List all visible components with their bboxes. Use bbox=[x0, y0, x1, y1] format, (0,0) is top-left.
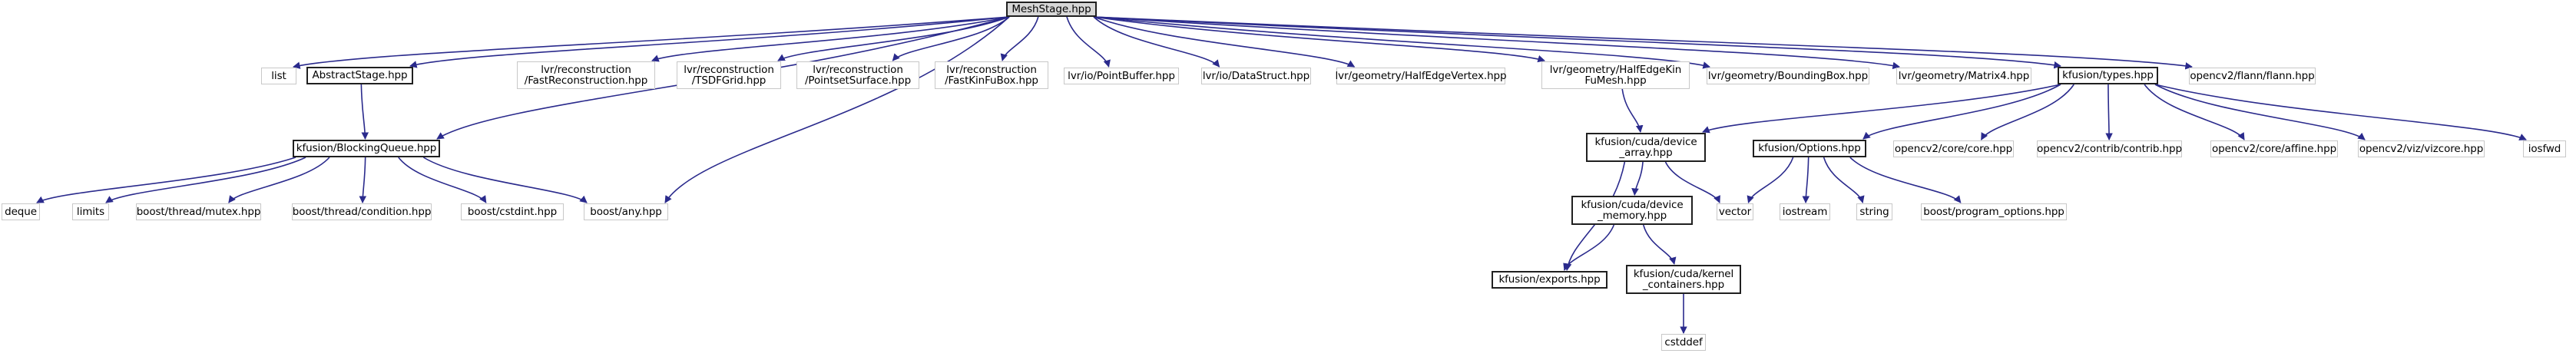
graph-node[interactable]: kfusion/types.hpp bbox=[2058, 67, 2158, 84]
graph-node[interactable]: lvr/io/DataStruct.hpp bbox=[1201, 68, 1311, 84]
graph-node[interactable]: opencv2/contrib/contrib.hpp bbox=[2037, 140, 2182, 157]
graph-node[interactable]: vector bbox=[1717, 203, 1753, 220]
graph-edge bbox=[1862, 84, 2061, 140]
graph-edge bbox=[1093, 16, 1220, 68]
graph-node[interactable]: kfusion/cuda/device _array.hpp bbox=[1586, 133, 1706, 162]
graph-edge bbox=[1802, 157, 1810, 203]
graph-edge bbox=[105, 157, 306, 203]
graph-node[interactable]: opencv2/flann/flann.hpp bbox=[2189, 68, 2316, 84]
graph-node[interactable]: boost/cstdint.hpp bbox=[461, 203, 564, 220]
graph-edge bbox=[1093, 16, 1710, 69]
graph-node[interactable]: opencv2/core/affine.hpp bbox=[2210, 140, 2338, 157]
graph-edge bbox=[1849, 157, 1962, 203]
graph-edge bbox=[360, 84, 369, 140]
graph-node[interactable]: cstddef bbox=[1661, 334, 1706, 351]
graph-edge bbox=[1621, 88, 1644, 133]
graph-node[interactable]: kfusion/exports.hpp bbox=[1492, 271, 1608, 289]
graph-edge bbox=[1093, 16, 1900, 70]
graph-node[interactable]: list bbox=[261, 68, 296, 84]
graph-edge bbox=[651, 16, 1010, 62]
graph-node[interactable]: lvr/reconstruction /TSDFGrid.hpp bbox=[677, 61, 781, 89]
graph-node[interactable]: lvr/reconstruction /FastKinFuBox.hpp bbox=[935, 61, 1048, 89]
graph-edge bbox=[359, 157, 367, 203]
graph-node[interactable]: iosfwd bbox=[2523, 140, 2566, 157]
graph-edge bbox=[892, 16, 1010, 61]
graph-edge bbox=[1631, 161, 1644, 196]
graph-edge bbox=[2154, 84, 2527, 140]
graph-edge bbox=[1980, 84, 2074, 140]
graph-node[interactable]: boost/program_options.hpp bbox=[1921, 203, 2067, 220]
graph-edge bbox=[1066, 16, 1111, 68]
graph-edge bbox=[1093, 16, 2061, 69]
graph-node[interactable]: opencv2/viz/vizcore.hpp bbox=[2358, 140, 2485, 157]
graph-node[interactable]: lvr/reconstruction /FastReconstruction.h… bbox=[517, 61, 655, 89]
graph-edge bbox=[1093, 16, 1356, 68]
graph-node[interactable]: boost/any.hpp bbox=[584, 203, 668, 220]
graph-edge bbox=[1093, 16, 2193, 70]
graph-edge bbox=[1747, 157, 1794, 203]
graph-node[interactable]: kfusion/Options.hpp bbox=[1753, 140, 1866, 157]
graph-edge bbox=[409, 16, 1010, 68]
graph-edge bbox=[2144, 84, 2245, 140]
graph-edge bbox=[1702, 84, 2061, 134]
graph-node[interactable]: limits bbox=[72, 203, 109, 220]
graph-edge bbox=[1642, 224, 1677, 265]
graph-edge bbox=[422, 157, 588, 203]
graph-node[interactable]: lvr/io/PointBuffer.hpp bbox=[1064, 68, 1179, 84]
graph-edge bbox=[36, 157, 296, 203]
graph-node[interactable]: kfusion/cuda/kernel _containers.hpp bbox=[1626, 265, 1741, 294]
graph-edge bbox=[2154, 84, 2366, 140]
graph-node[interactable]: lvr/geometry/Matrix4.hpp bbox=[1896, 68, 2031, 84]
graph-node[interactable]: opencv2/core/core.hpp bbox=[1893, 140, 2014, 157]
graph-edge bbox=[1823, 157, 1865, 203]
graph-node[interactable]: boost/thread/condition.hpp bbox=[292, 203, 432, 220]
graph-node[interactable]: iostream bbox=[1780, 203, 1830, 220]
graph-node[interactable]: string bbox=[1856, 203, 1892, 220]
graph-node[interactable]: lvr/geometry/BoundingBox.hpp bbox=[1707, 68, 1869, 84]
graph-edge bbox=[2105, 84, 2113, 140]
graph-edge bbox=[1000, 16, 1039, 61]
graph-node[interactable]: kfusion/BlockingQueue.hpp bbox=[293, 140, 440, 157]
graph-node[interactable]: lvr/geometry/HalfEdgeVertex.hpp bbox=[1336, 68, 1507, 84]
graph-node[interactable]: boost/thread/mutex.hpp bbox=[136, 203, 261, 220]
graph-node[interactable]: MeshStage.hpp bbox=[1006, 2, 1097, 17]
graph-edge bbox=[398, 157, 487, 203]
graph-edge bbox=[293, 16, 1010, 69]
graph-edge bbox=[777, 16, 1010, 61]
graph-node[interactable]: kfusion/cuda/device _memory.hpp bbox=[1571, 196, 1693, 225]
graph-node[interactable]: lvr/geometry/HalfEdgeKin FuMesh.hpp bbox=[1541, 61, 1690, 89]
graph-edge bbox=[228, 157, 330, 203]
graph-node[interactable]: AbstractStage.hpp bbox=[306, 67, 413, 84]
graph-edge bbox=[664, 16, 1010, 203]
graph-edge bbox=[1563, 224, 1615, 271]
graph-edge bbox=[1093, 16, 1545, 63]
graph-node[interactable]: deque bbox=[2, 203, 40, 220]
graph-node[interactable]: lvr/reconstruction /PointsetSurface.hpp bbox=[796, 61, 919, 89]
